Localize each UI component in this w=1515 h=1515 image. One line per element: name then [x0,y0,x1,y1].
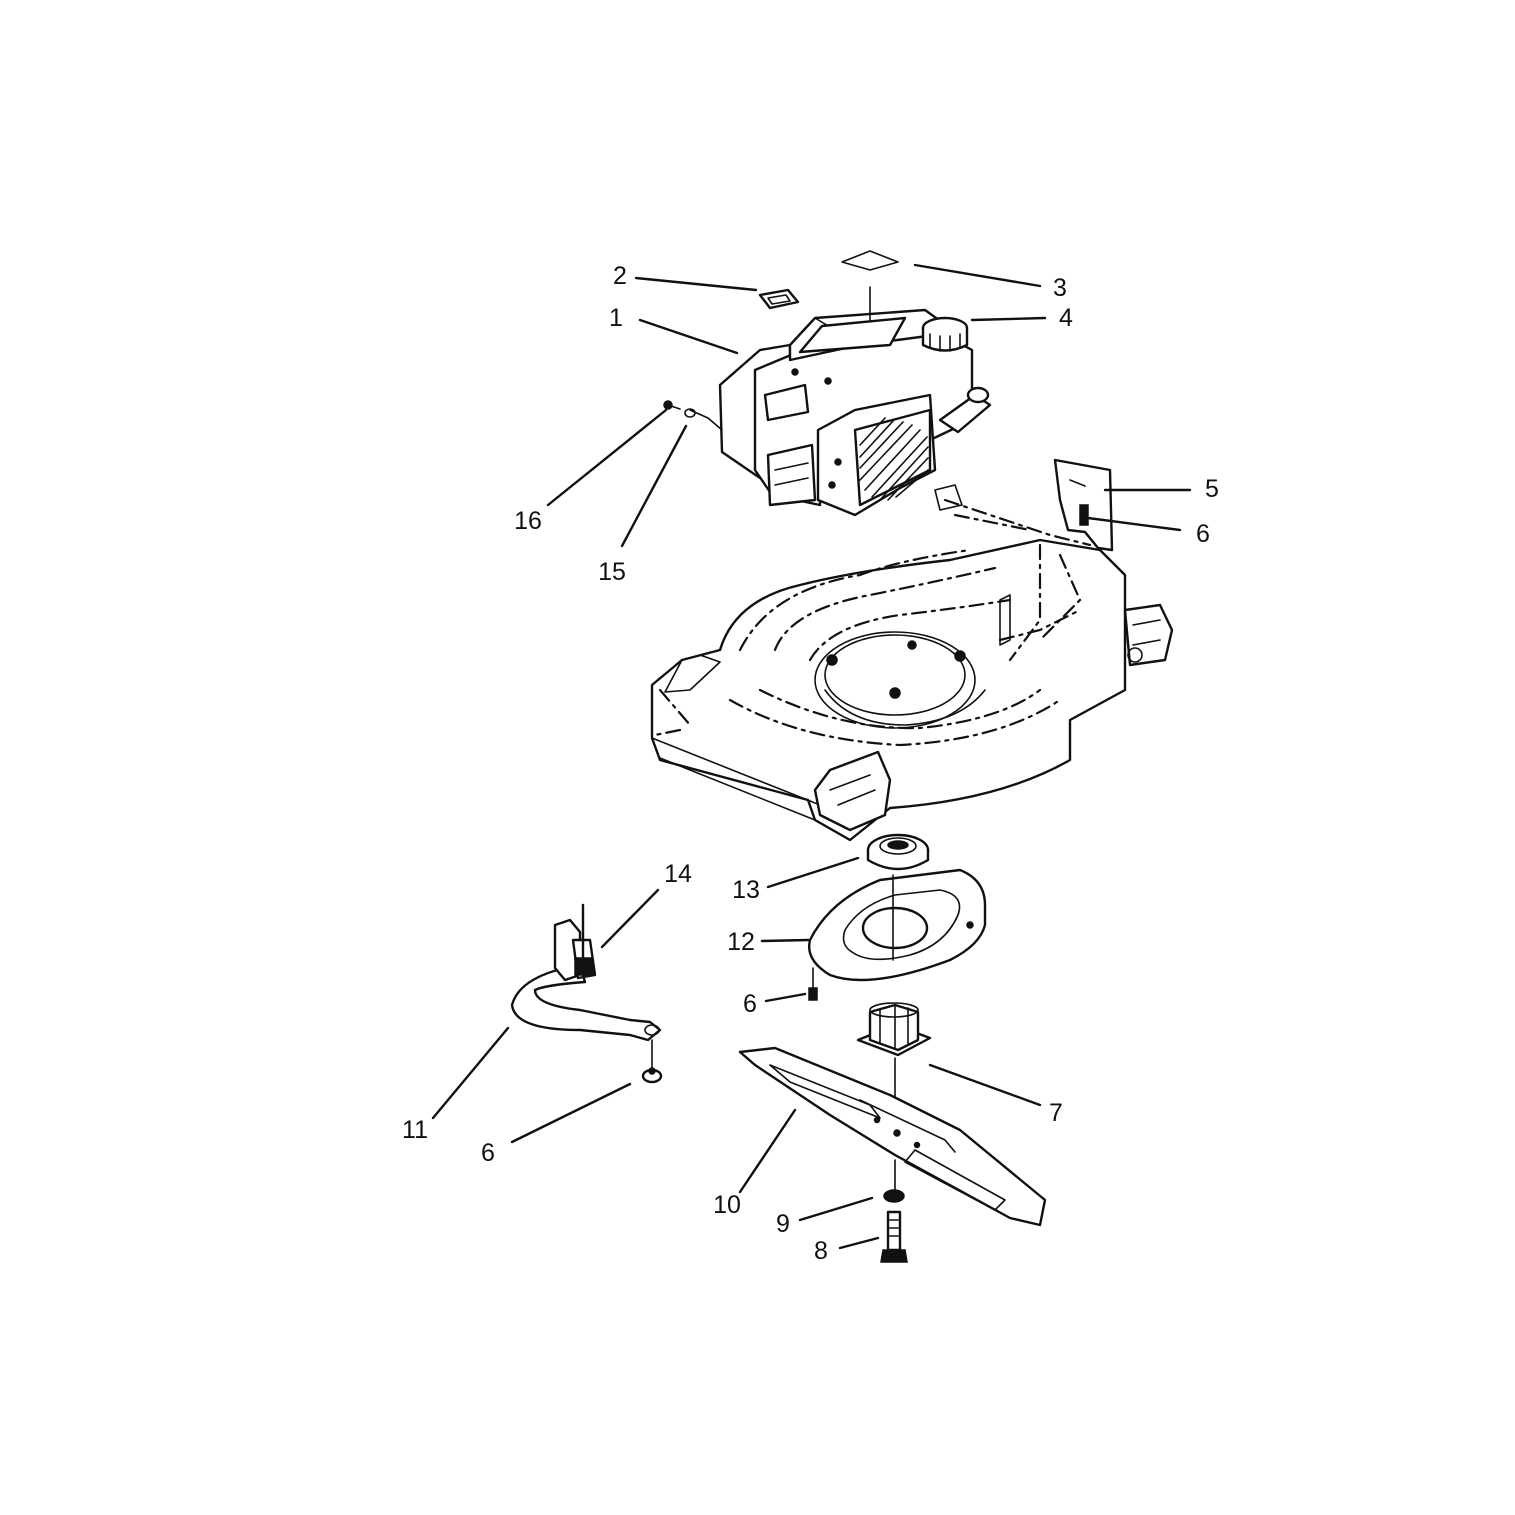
bearing-part-13 [866,833,930,871]
callout-11: 11 [402,1116,428,1144]
callout-10: 10 [713,1191,741,1219]
blade-part-10 [738,1046,1047,1227]
callout-5: 5 [1205,475,1219,503]
blade-adapter-part-7 [856,1002,932,1057]
air-cleaner-grille [859,417,929,501]
washer-part-6-bottom [641,1039,663,1084]
callout-8: 8 [814,1237,828,1265]
decal-part-3 [841,250,899,271]
callout-4: 4 [1059,304,1073,332]
screw-part-16 [663,400,681,410]
engine [689,308,992,517]
bail-rod-part-11 [510,903,662,1042]
callout-3: 3 [1053,274,1067,302]
callout-12: 12 [727,928,755,956]
callout-16: 16 [514,507,542,535]
washer-part-9 [883,1189,905,1203]
callout-9: 9 [776,1210,790,1238]
mower-deck [650,458,1174,842]
leader-lines [431,263,1192,1250]
callout-13: 13 [732,876,760,904]
callout-6-bottom: 6 [481,1139,495,1167]
callout-6-top: 6 [1196,520,1210,548]
callout-2: 2 [613,262,627,290]
washer-part-15 [684,408,696,418]
callout-6-middle: 6 [743,990,757,1018]
callout-7: 7 [1049,1099,1063,1127]
baffle-plate-part-12 [808,868,987,982]
callout-14: 14 [664,860,692,888]
bolt-part-6-middle [808,967,818,1001]
gasket-part-2 [758,288,800,310]
callout-1: 1 [609,304,623,332]
bolt-part-8 [880,1210,908,1263]
callout-15: 15 [598,558,626,586]
